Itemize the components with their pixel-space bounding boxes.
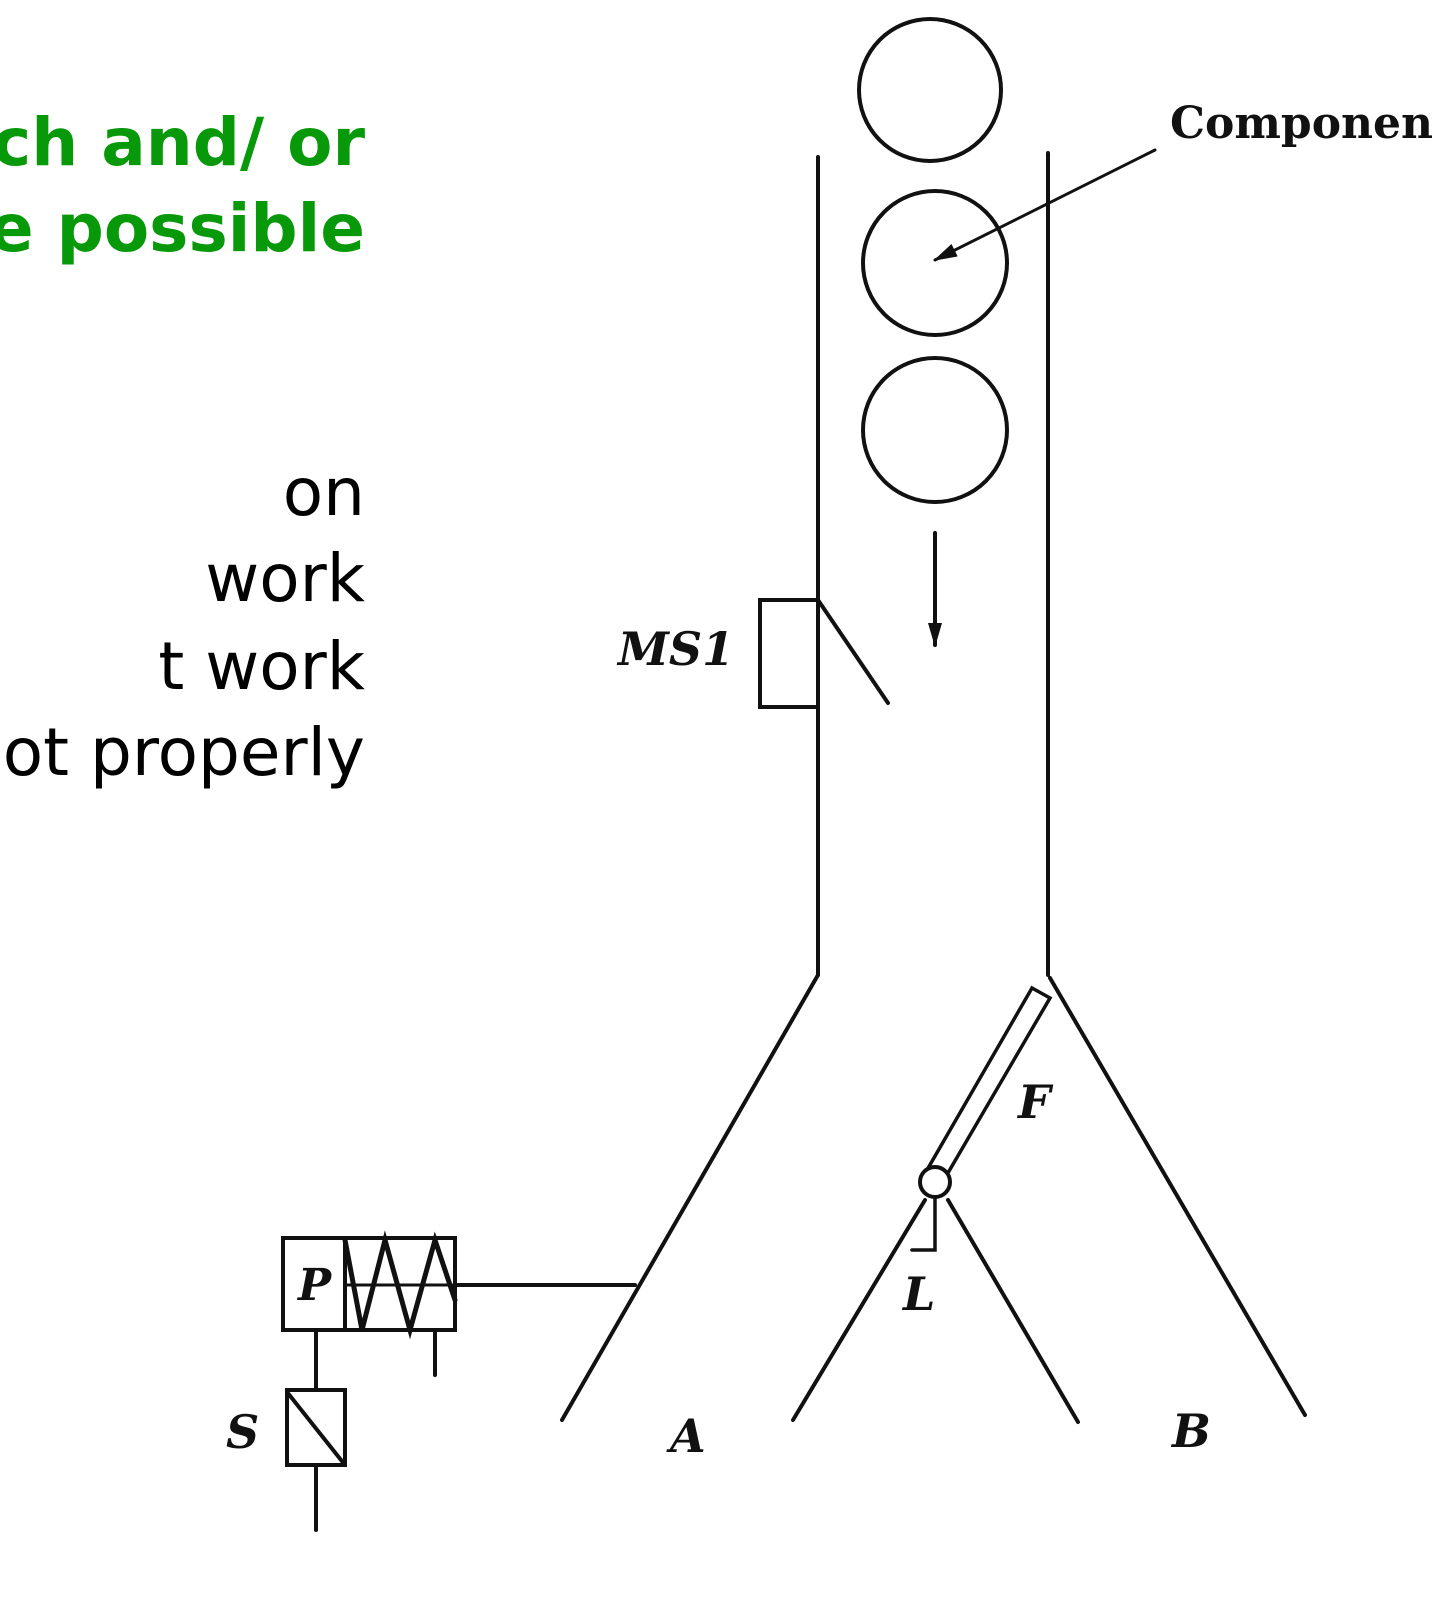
body-line-3: t work [158,628,365,705]
inner-left [791,1198,927,1422]
label-s: S [226,1405,259,1459]
body-line-1: on [282,454,365,531]
lever-l [910,1195,937,1252]
body-line-2: work [205,540,365,617]
component-1 [857,17,1003,163]
microswitch-lever [816,598,890,705]
microswitch-ms1 [758,598,820,709]
outlet-a-left [560,973,820,1422]
label-p: P [296,1260,333,1311]
label-ms1: MS1 [616,622,734,676]
component-leader [933,148,1157,262]
solenoid-diagonal [285,1390,347,1467]
component-2 [861,189,1009,337]
body-line-4: ot properly [2,714,365,791]
label-f: F [1016,1075,1054,1129]
inner-right [946,1198,1080,1424]
flap-pivot [918,1165,952,1199]
label-l: L [901,1267,935,1321]
label-a: A [666,1409,706,1463]
outlet-b-right [1048,976,1307,1417]
label-component: Componen [1170,98,1433,149]
heading-line-2: e possible [0,190,365,267]
label-b: B [1170,1404,1211,1458]
component-3 [861,356,1009,504]
heading-line-1: tch and/ or [0,104,365,181]
